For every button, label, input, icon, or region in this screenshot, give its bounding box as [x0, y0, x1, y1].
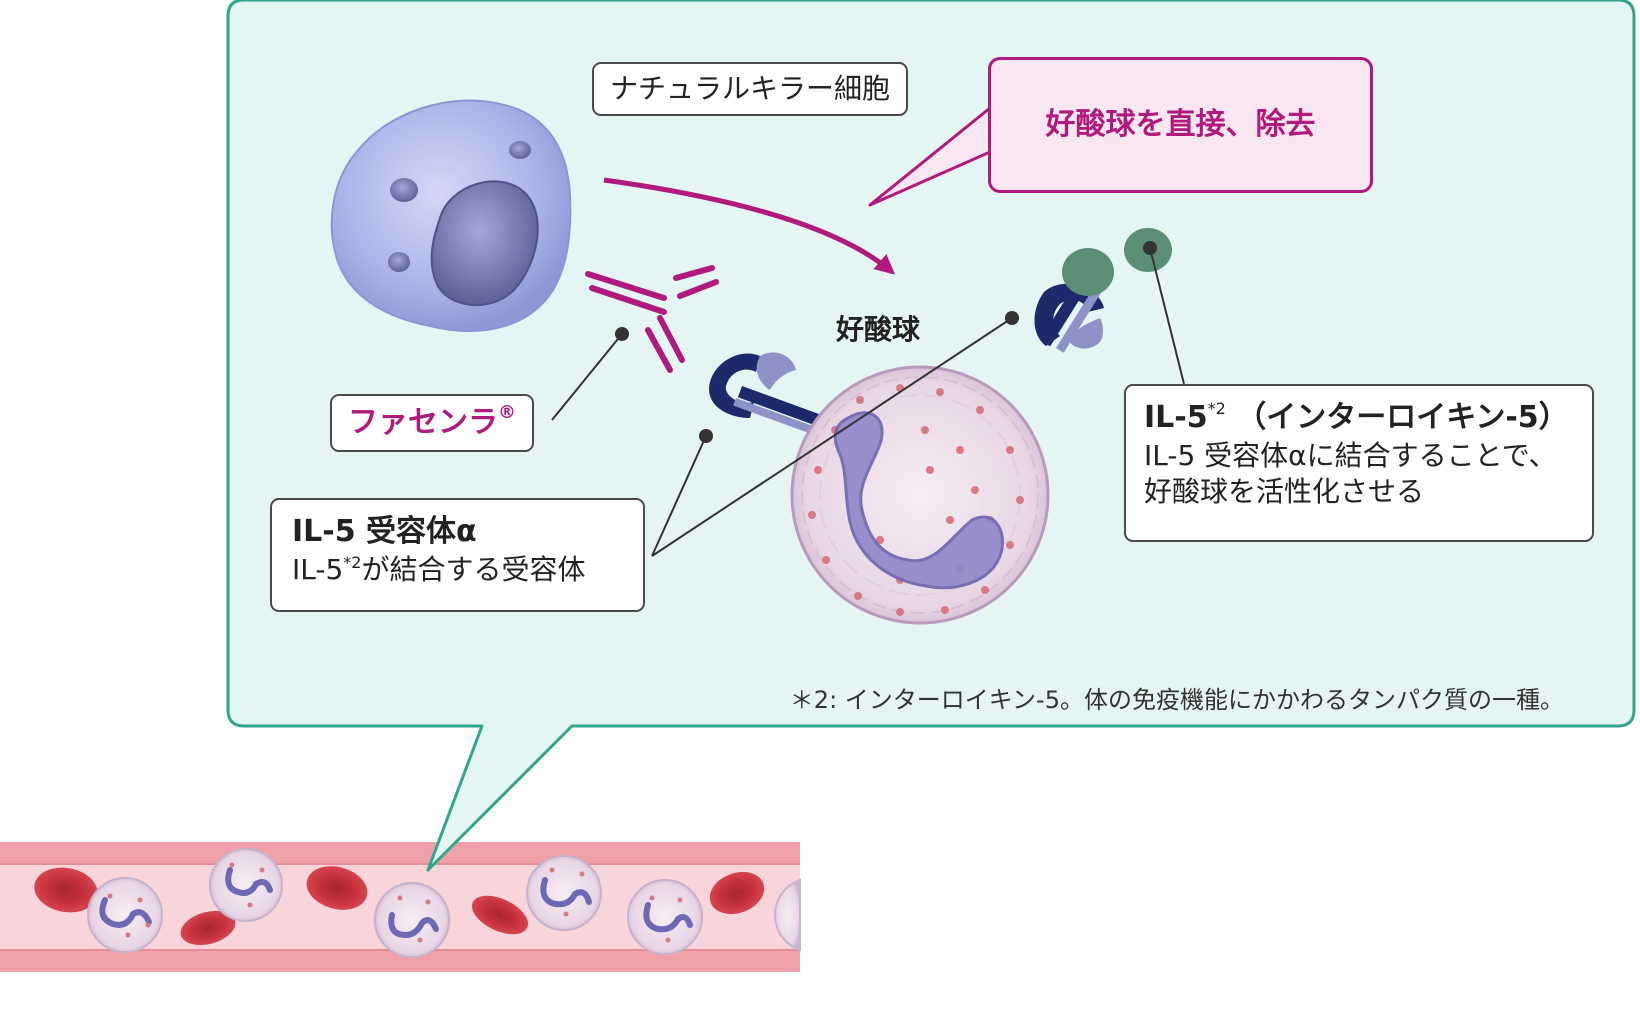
action-label: 好酸球を直接、除去	[988, 57, 1373, 193]
receptor-icon	[709, 352, 825, 436]
receptor-footnote-ref: *2	[343, 553, 362, 572]
il5-title: IL-5*2 （インターロイキン-5）	[1144, 398, 1574, 438]
eosinophil-icon	[790, 365, 1050, 625]
action-pointer	[868, 106, 991, 207]
fasenra-label: ファセンラ®	[330, 394, 534, 452]
footnote: ＊2: インターロイキン-5。体の免疫機能にかかわるタンパク質の一種。	[789, 686, 1564, 714]
receptor-title: IL-5 受容体α	[292, 514, 477, 549]
nk-cell-label-text: ナチュラルキラー細胞	[610, 72, 891, 105]
action-label-text: 好酸球を直接、除去	[1045, 107, 1316, 142]
registered-mark: ®	[498, 402, 516, 423]
il5-footnote-ref: *2	[1207, 399, 1226, 418]
receptor-text-post: が結合する受容体	[361, 553, 586, 586]
receptor-description: IL-5*2が結合する受容体	[292, 552, 623, 588]
eosinophil-icon	[87, 848, 801, 958]
receptor-icon	[1034, 280, 1104, 353]
pointer-dots	[615, 241, 1157, 443]
eosinophil-label: 好酸球	[836, 313, 921, 346]
il5-title-post: （インターロイキン-5）	[1225, 400, 1569, 435]
nk-cell-icon	[330, 99, 572, 333]
receptor-info-box: IL-5 受容体α IL-5*2が結合する受容体	[270, 498, 645, 612]
nk-cell-label: ナチュラルキラー細胞	[592, 62, 909, 116]
fasenra-label-text: ファセンラ	[348, 405, 498, 440]
arrow-icon	[603, 177, 896, 275]
antibody-icon	[585, 265, 719, 373]
il5-description-line1: IL-5 受容体αに結合することで、	[1144, 439, 1557, 472]
il5-title-pre: IL-5	[1144, 400, 1208, 435]
il5-description-line2: 好酸球を活性化させる	[1144, 475, 1425, 508]
il5-description: IL-5 受容体αに結合することで、 好酸球を活性化させる	[1144, 438, 1574, 510]
pointer-lines	[551, 247, 1185, 557]
il5-info-box: IL-5*2 （インターロイキン-5） IL-5 受容体αに結合することで、 好…	[1124, 384, 1594, 542]
receptor-text-pre: IL-5	[292, 553, 344, 586]
red-blood-cell-icon	[34, 866, 765, 946]
